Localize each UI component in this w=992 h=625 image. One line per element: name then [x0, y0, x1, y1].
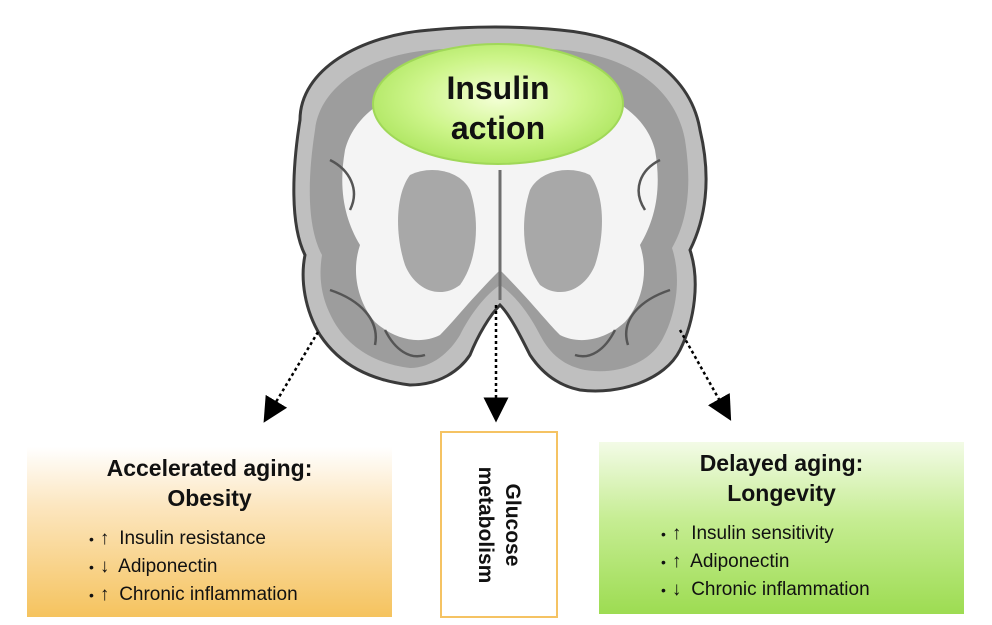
list-item: •↑ Chronic inflammation [89, 581, 392, 609]
list-item-text: Insulin sensitivity [691, 523, 834, 544]
list-item-text: Insulin resistance [119, 528, 266, 549]
delayed-aging-list: •↑ Insulin sensitivity •↑ Adiponectin •↓… [599, 520, 964, 604]
delayed-aging-title-line1: Delayed aging: [699, 450, 864, 476]
insulin-action-label: Insulin action [383, 58, 613, 158]
glucose-metabolism-line2: metabolism [474, 466, 497, 583]
list-item-text: Chronic inflammation [119, 584, 298, 605]
glucose-metabolism-box: Glucose metabolism [440, 431, 558, 618]
list-item: •↑ Insulin resistance [89, 525, 392, 553]
trend-arrow-icon: ↓ [99, 556, 110, 577]
glucose-metabolism-label: Glucose metabolism [472, 466, 526, 583]
delayed-aging-box: Delayed aging: Longevity •↑ Insulin sens… [599, 442, 964, 614]
insulin-action-line1: Insulin [446, 70, 550, 106]
arrow-to-accelerated-aging [263, 331, 320, 423]
trend-arrow-icon: ↑ [671, 523, 682, 544]
glucose-metabolism-line1: Glucose [501, 483, 524, 566]
accelerated-aging-list: •↑ Insulin resistance •↓ Adiponectin •↑ … [27, 525, 392, 609]
trend-arrow-icon: ↑ [99, 528, 110, 549]
list-item: •↑ Adiponectin [661, 548, 964, 576]
list-item-text: Chronic inflammation [691, 579, 870, 600]
list-item: •↓ Adiponectin [89, 553, 392, 581]
trend-arrow-icon: ↑ [671, 551, 682, 572]
list-item: •↓ Chronic inflammation [661, 576, 964, 604]
trend-arrow-icon: ↑ [99, 584, 110, 605]
list-item: •↑ Insulin sensitivity [661, 520, 964, 548]
left-nucleus-shape [398, 170, 476, 293]
accelerated-aging-title: Accelerated aging: Obesity [27, 453, 392, 513]
accelerated-aging-title-line1: Accelerated aging: [106, 455, 313, 481]
delayed-aging-title-line2: Longevity [727, 480, 836, 506]
arrow-to-delayed-aging [678, 329, 732, 421]
right-nucleus-shape [524, 170, 602, 293]
insulin-action-ellipse [372, 43, 624, 165]
accelerated-aging-box: Accelerated aging: Obesity •↑ Insulin re… [27, 447, 392, 617]
list-item-text: Adiponectin [118, 556, 218, 577]
list-item-text: Adiponectin [690, 551, 790, 572]
trend-arrow-icon: ↓ [671, 579, 682, 600]
delayed-aging-title: Delayed aging: Longevity [599, 448, 964, 508]
accelerated-aging-title-line2: Obesity [167, 485, 252, 511]
insulin-action-line2: action [450, 110, 546, 146]
